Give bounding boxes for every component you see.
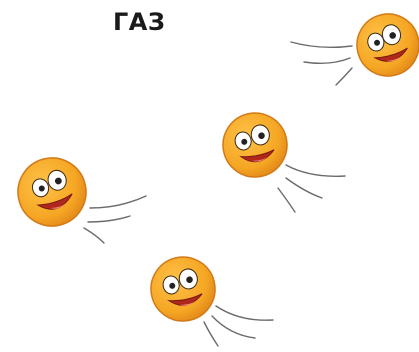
motion-lines-icon <box>278 165 345 212</box>
motion-lines-icon <box>84 196 146 243</box>
gas-particle-4 <box>146 252 273 346</box>
gas-particle-1 <box>291 7 419 85</box>
gas-particle-3 <box>10 150 146 243</box>
smiley-face-icon <box>10 150 93 233</box>
smiley-face-icon <box>350 7 419 83</box>
smiley-face-icon <box>146 252 220 326</box>
smiley-face-icon <box>218 108 292 182</box>
motion-lines-icon <box>204 306 273 346</box>
gas-particle-2 <box>218 108 345 212</box>
motion-lines-icon <box>291 42 352 85</box>
